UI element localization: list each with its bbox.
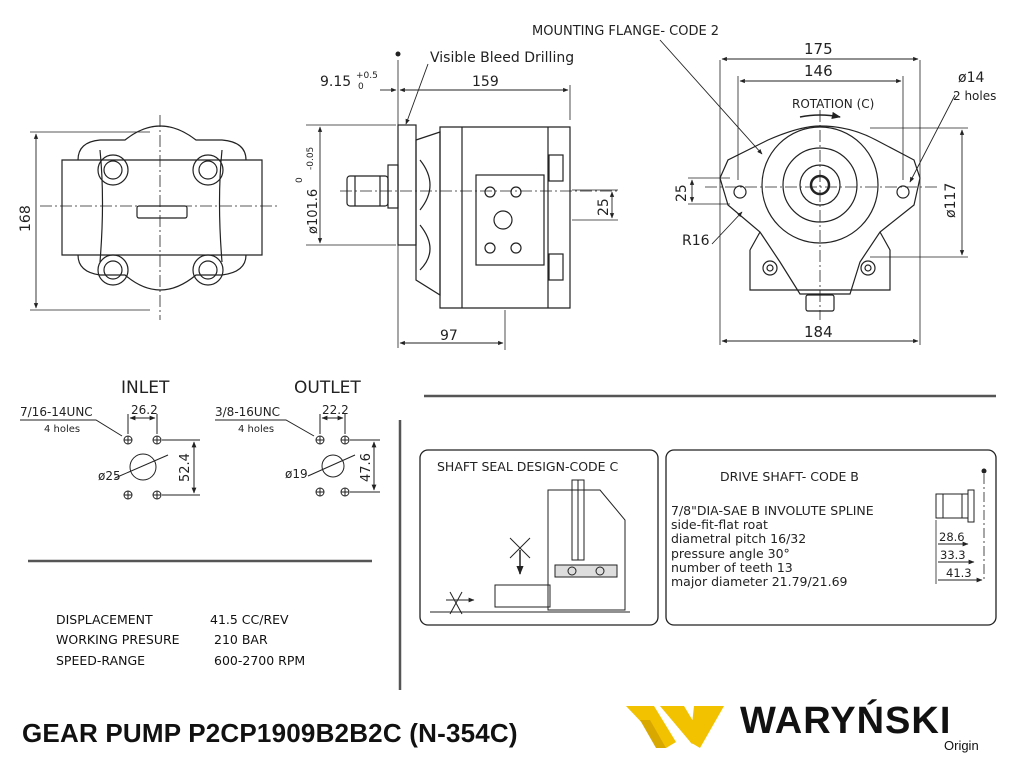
outlet-label: OUTLET: [294, 378, 361, 398]
brand-tagline: Origin: [944, 738, 979, 753]
waryski-logo-mark: [626, 706, 724, 748]
shaft-seal-box: [419, 449, 659, 626]
dim-25-side: 25: [596, 198, 612, 216]
dim-25-flange: 25: [674, 184, 690, 202]
dim-97: 97: [440, 328, 458, 344]
dim-dia-101: ø101.6: [306, 189, 321, 234]
dia-tol-lower: -0.05: [306, 147, 316, 170]
spec-speed-name: SPEED-RANGE: [56, 653, 146, 668]
flange-view: [659, 39, 968, 345]
mounting-flange-label: MOUNTING FLANGE- CODE 2: [532, 24, 719, 39]
drive-shaft-title: DRIVE SHAFT- CODE B: [720, 469, 859, 484]
tol-upper: +0.5: [356, 71, 378, 81]
outlet-thread: 3/8-16UNC: [215, 405, 280, 419]
spec-displacement-value: 41.5 CC/REV: [210, 612, 289, 627]
spec-pressure-name: WORKING PRESURE: [56, 632, 180, 647]
drawing-title: GEAR PUMP P2CP1909B2B2C (N-354C): [22, 718, 518, 748]
shaft-seal-drawing: [430, 479, 630, 615]
spec-pressure-value: 210 BAR: [214, 632, 268, 647]
brand-name: WARYŃSKI: [740, 700, 952, 742]
dim-184: 184: [804, 323, 833, 341]
dim-146: 146: [804, 62, 833, 80]
dim-28-6: 28.6: [939, 530, 965, 544]
front-view: [30, 115, 280, 320]
holes-dia: ø14: [958, 70, 984, 86]
inlet-height: 52.4: [178, 453, 193, 482]
dim-175: 175: [804, 40, 833, 58]
inlet-thread: 7/16-14UNC: [20, 405, 93, 419]
outlet-spacing: 22.2: [322, 403, 349, 417]
outlet-dia: ø19: [285, 467, 308, 481]
dim-159: 159: [472, 74, 499, 90]
drive-shaft-drawing: [935, 474, 985, 584]
inlet-label: INLET: [121, 378, 170, 398]
tol-lower: 0: [358, 82, 364, 92]
spec-displacement-name: DISPLACEMENT: [56, 612, 153, 627]
drive-shaft-line-2: side-fit-flat roat: [671, 517, 768, 532]
side-view: [306, 60, 620, 350]
outlet-height: 47.6: [359, 453, 374, 482]
radius-r16: R16: [682, 233, 710, 249]
spec-speed-value: 600-2700 RPM: [214, 653, 306, 668]
inlet-port: [20, 414, 200, 500]
bleed-label: Visible Bleed Drilling: [430, 50, 574, 66]
drive-shaft-dot: [981, 468, 987, 474]
dim-dia-117: ø117: [943, 183, 959, 218]
inlet-dia: ø25: [98, 469, 121, 483]
bleed-dot: [395, 51, 401, 57]
shaft-seal-title: SHAFT SEAL DESIGN-CODE C: [437, 459, 619, 474]
holes-count: 2 holes: [953, 89, 996, 103]
dim-33-3: 33.3: [940, 548, 966, 562]
rotation-label: ROTATION (C): [792, 97, 874, 111]
outlet-holes: 4 holes: [238, 424, 274, 435]
drive-shaft-line-6: major diameter 21.79/21.69: [671, 574, 848, 589]
drive-shaft-box: [665, 449, 997, 626]
dim-168: 168: [18, 205, 34, 232]
outlet-port: [215, 414, 380, 497]
drive-shaft-line-5: number of teeth 13: [671, 560, 793, 575]
inlet-holes: 4 holes: [44, 424, 80, 435]
dia-tol-upper: 0: [295, 177, 305, 183]
drive-shaft-line-3: diametral pitch 16/32: [671, 531, 806, 546]
dim-41-3: 41.3: [946, 566, 972, 580]
inlet-spacing: 26.2: [131, 403, 158, 417]
drive-shaft-line-4: pressure angle 30°: [671, 546, 790, 561]
dim-9-15: 9.15: [320, 74, 351, 90]
drive-shaft-line-1: 7/8"DIA-SAE B INVOLUTE SPLINE: [671, 503, 874, 518]
